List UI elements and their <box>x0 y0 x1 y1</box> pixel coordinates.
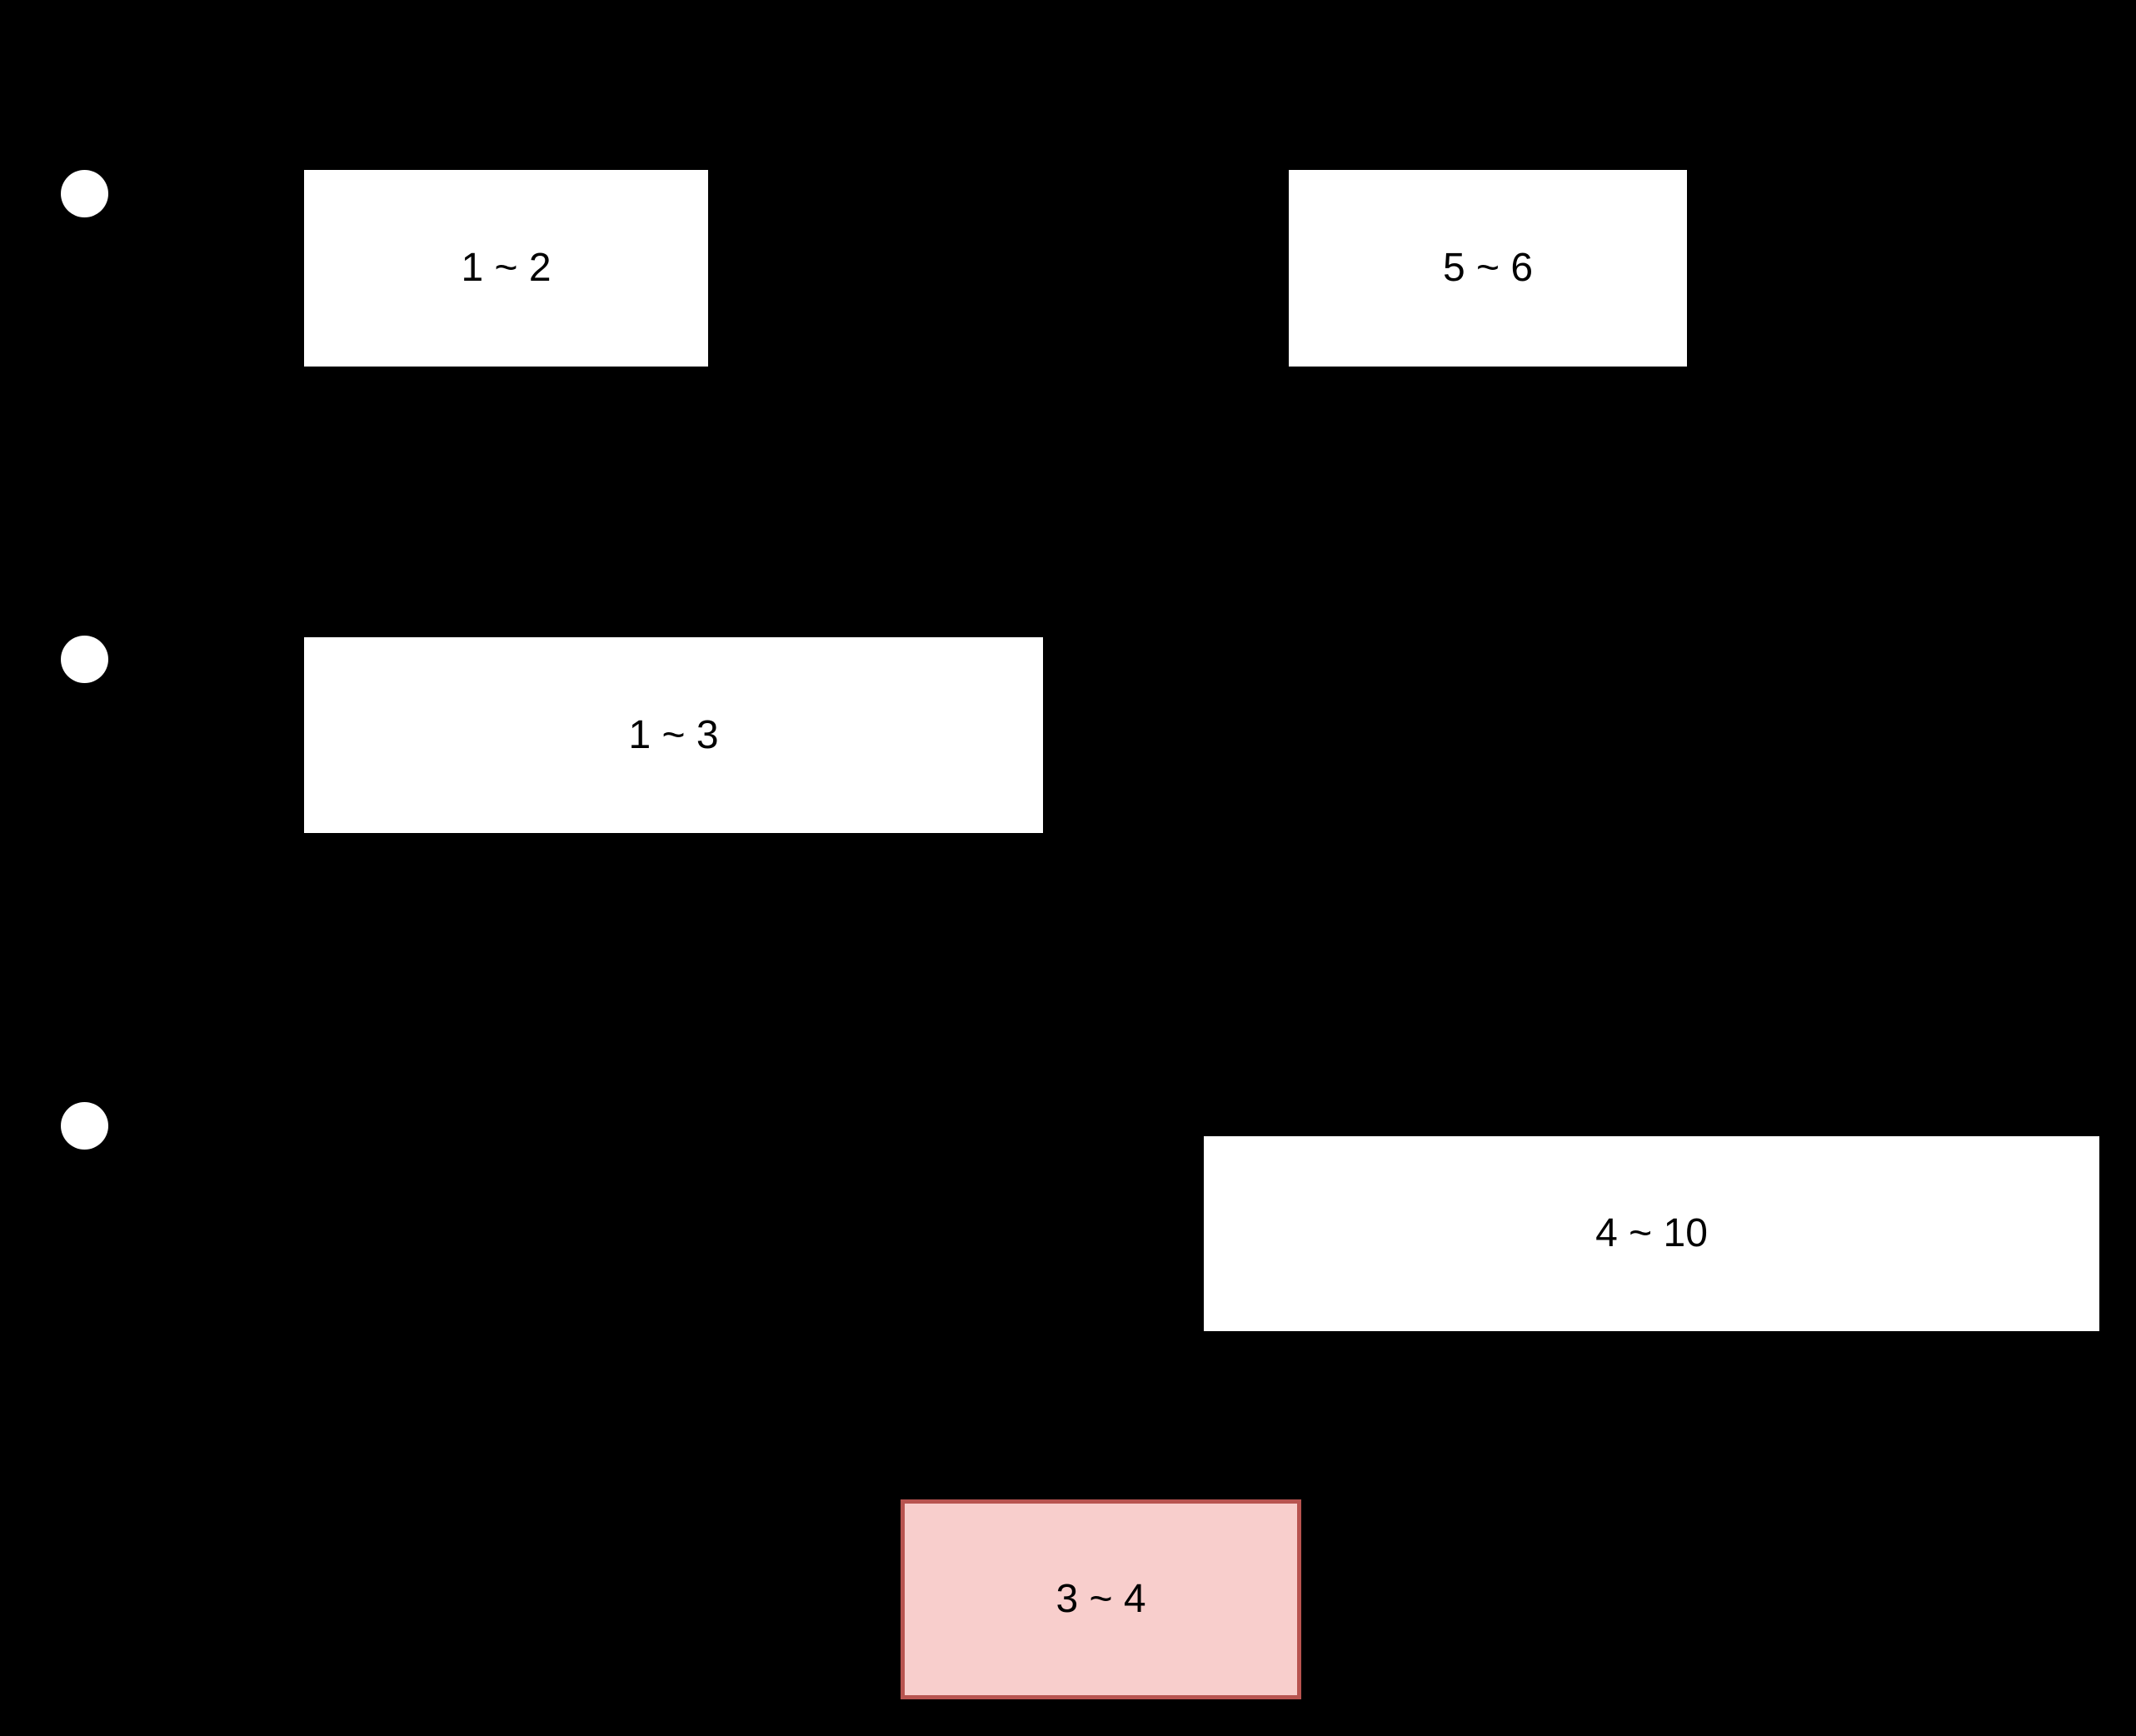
interval-box-4-10: 4 ~ 10 <box>1204 1136 2099 1331</box>
interval-label-3-4: 3 ~ 4 <box>1056 1577 1146 1621</box>
interval-box-1-3: 1 ~ 3 <box>304 637 1043 833</box>
interval-label-1-3: 1 ~ 3 <box>628 712 719 757</box>
interval-box-3-4-highlighted: 3 ~ 4 <box>901 1499 1301 1699</box>
bullet-circle-3 <box>61 1102 108 1150</box>
interval-label-5-6: 5 ~ 6 <box>1442 246 1534 290</box>
interval-label-4-10: 4 ~ 10 <box>1595 1211 1708 1255</box>
bullet-circle-2 <box>61 636 108 683</box>
interval-box-1-2: 1 ~ 2 <box>304 170 708 367</box>
bullet-circle-1 <box>61 170 108 217</box>
interval-box-5-6: 5 ~ 6 <box>1289 170 1687 367</box>
interval-label-1-2: 1 ~ 2 <box>461 246 551 290</box>
